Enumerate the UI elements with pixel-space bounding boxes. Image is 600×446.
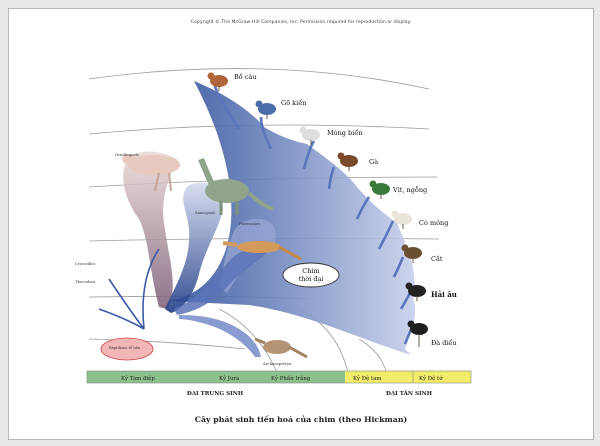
bird-icon-3 [338,153,359,172]
bird-name-7: Hải âu [431,290,457,299]
bird-icon-0 [208,73,229,92]
bird-name-6: Cắt [431,254,443,263]
reptile-root-label: Reptilians tổ tiên [109,345,141,350]
phylogeny-diagram: Ornithopods Sauropods Pterosaurs Crocodi… [9,9,593,439]
sauropod-label: Sauropods [195,210,216,215]
archaeopteryx-branch [179,315,261,357]
figure-caption: Cây phát sinh tiến hoá của chim (theo Hi… [9,415,593,424]
pterosaur-label: Pterosaurs [239,221,260,226]
ancient-bird-line2: thời đại [299,275,324,283]
era-cenozoic: ĐẠI TÂN SINH [386,390,433,397]
period-3: Kỷ Đệ tam [353,375,382,382]
bird-icon-1 [256,101,277,120]
bird-name-2: Mòng biển [327,128,362,137]
period-4: Kỷ Đệ tứ [419,375,443,382]
bird-name-0: Bồ câu [234,72,257,81]
archaeopteryx-figure [255,339,307,357]
bird-name-5: Cò mỏng [419,218,448,227]
ancient-bird-line1: Chim [302,267,319,275]
ornithopod-label: Ornithopods [115,152,139,157]
crocodile-label: Crocodiles [75,261,96,266]
period-2: Kỷ Phấn trắng [271,375,311,382]
bird-name-3: Gà [369,157,378,166]
bird-icon-2 [300,127,321,146]
archaeopteryx-label: Archaeopteryx [262,361,292,366]
slide: Copyright © The McGraw-Hill Companies, I… [8,8,594,440]
thecodont-label: Thecodont [75,279,96,284]
bird-name-1: Gõ kiến [281,98,306,107]
period-1: Kỷ Jura [219,375,240,382]
period-0: Kỷ Tam điệp [121,375,155,382]
bird-name-8: Đà điểu [431,338,457,347]
era-mesozoic: ĐẠI TRUNG SINH [187,391,244,397]
period-bar: Kỷ Tam điệp Kỷ Jura Kỷ Phấn trắng Kỷ Đệ … [87,371,471,383]
bird-icon-4 [370,181,391,200]
bird-name-4: Vịt, ngỗng [392,185,427,194]
